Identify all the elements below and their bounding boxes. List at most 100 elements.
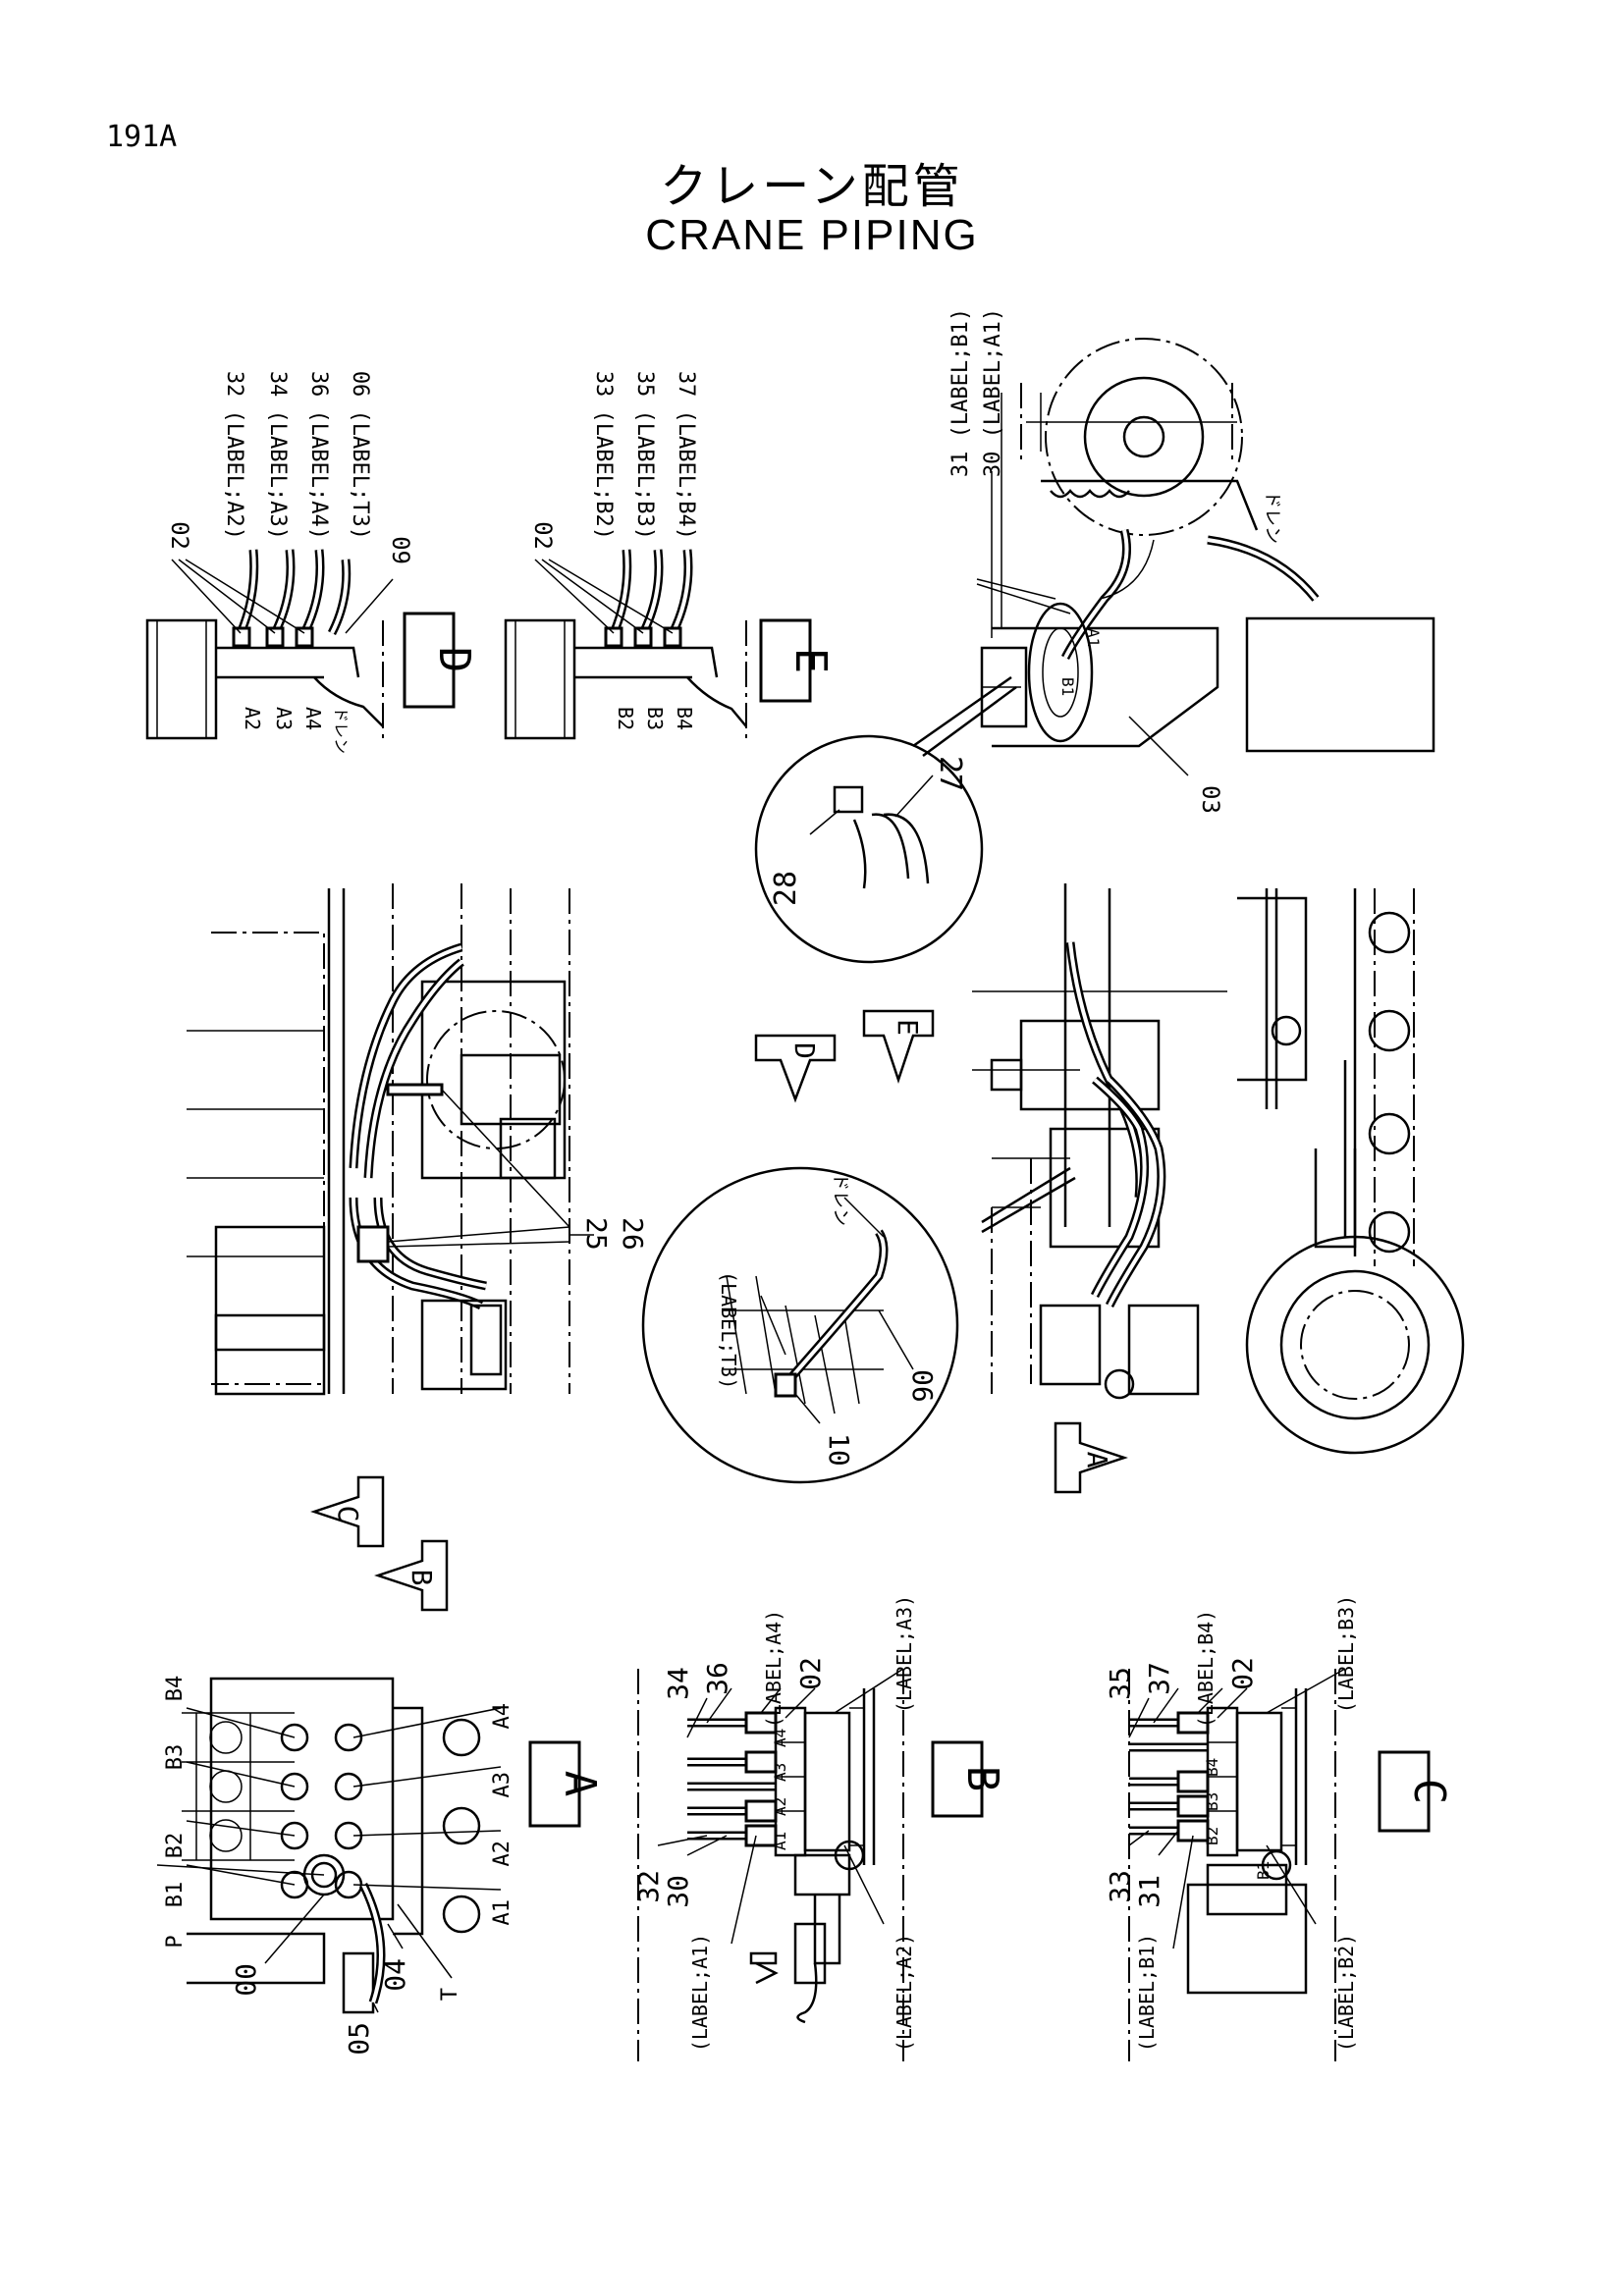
top-right-callout: 28 <box>769 871 803 906</box>
view-b-callout: A1 <box>771 1832 789 1850</box>
view-d-callout: 36 (LABEL;A4) <box>306 371 331 540</box>
middle-left-callout: 25 <box>580 1217 613 1251</box>
view-d-port: A3 <box>272 707 296 730</box>
view-d-callout: 06 (LABEL;T3) <box>348 371 372 540</box>
middle-left-callout: 26 <box>617 1217 649 1251</box>
view-e-port: B3 <box>643 707 667 730</box>
view-d-callout: 02 <box>166 521 193 550</box>
title-english: CRANE PIPING <box>645 211 979 259</box>
view-c-callout: B4 <box>1203 1758 1221 1777</box>
view-c-callout: B3 <box>1203 1792 1221 1811</box>
view-d-label: D <box>429 647 479 673</box>
view-a-callout: T <box>438 1988 462 2001</box>
view-d-callout: 09 <box>387 536 414 564</box>
middle-center-callout: (LABEL;T3) <box>717 1271 740 1389</box>
middle-right-view <box>972 883 1465 1455</box>
view-c-callout: 33 <box>1104 1870 1136 1903</box>
view-b: B 34 36 (LABEL;A4) 02 (LABEL;A3) 32 30 (… <box>632 1595 1007 2061</box>
view-c-callout: (LABEL;B3) <box>1334 1595 1358 1713</box>
view-c-callout: 31 <box>1133 1875 1165 1908</box>
view-a-callout: 00 <box>230 1963 262 1997</box>
view-b-callout: 30 <box>662 1875 694 1908</box>
view-c-callout: 37 <box>1143 1662 1175 1695</box>
top-right-callout: 03 <box>1197 785 1224 814</box>
view-a-callout: A3 <box>490 1772 514 1798</box>
view-d-callout: 34 (LABEL;A3) <box>265 371 290 540</box>
view-a-callout: B1 <box>163 1882 188 1908</box>
view-c-callout: B1 <box>1254 1861 1272 1880</box>
view-c: C 35 37 (LABEL;B4) 02 (LABEL;B3) 33 31 (… <box>1104 1595 1454 2061</box>
arrow-a-label: A <box>1081 1452 1113 1468</box>
view-b-callout: (LABEL;A2) <box>893 1934 916 2052</box>
view-c-callout: (LABEL;B1) <box>1135 1934 1159 2052</box>
view-c-callout: 35 <box>1104 1667 1136 1700</box>
view-a-callout: A4 <box>490 1703 514 1730</box>
view-b-callout: 32 <box>632 1870 665 1903</box>
view-a-callout: P <box>163 1935 188 1948</box>
view-b-label-box <box>931 1740 984 1818</box>
view-b-callout: A2 <box>771 1797 789 1816</box>
view-e-label-box <box>759 618 812 703</box>
view-b-callout: (LABEL;A4) <box>762 1610 785 1728</box>
top-right-callout: 27 <box>933 756 967 791</box>
view-e-port: B2 <box>614 707 637 730</box>
view-a-callout: 05 <box>343 2022 375 2056</box>
view-d: D 02 32 (LABEL;A2) 34 (LABEL;A3) 36 (LAB… <box>145 371 479 754</box>
view-a-callout: A2 <box>490 1841 514 1867</box>
view-e-callout: 33 (LABEL;B2) <box>591 371 616 540</box>
view-b-callout: (LABEL;A1) <box>688 1934 712 2052</box>
middle-center-callout: 06 <box>906 1369 939 1403</box>
view-c-callout: (LABEL;B4) <box>1194 1610 1218 1728</box>
view-b-callout: (LABEL;A3) <box>893 1595 916 1713</box>
view-e-callout: 37 (LABEL;B4) <box>674 371 698 540</box>
middle-left-view: 25 26 <box>187 883 649 1396</box>
view-b-callout: A3 <box>771 1763 789 1782</box>
top-right-callout: ドレン <box>1262 491 1282 544</box>
top-right-callout: 30 (LABEL;A1) <box>981 308 1005 477</box>
middle-center-detail: (LABEL;T3) ドレン 06 10 <box>641 1166 959 1484</box>
view-a-callout: B2 <box>163 1833 188 1859</box>
view-d-port: A2 <box>241 707 264 730</box>
view-e-port: B4 <box>673 707 696 730</box>
view-d-label-box <box>403 612 456 709</box>
view-c-label-box <box>1378 1750 1431 1833</box>
top-right-view: 31 (LABEL;B1) 30 (LABEL;A1) ドレン A1 B1 03… <box>754 308 1435 964</box>
view-e-callout: 02 <box>529 521 557 550</box>
view-c-callout: B2 <box>1203 1827 1221 1845</box>
title-japanese: クレーン配管 <box>660 159 964 214</box>
view-e: E 02 33 (LABEL;B2) 35 (LABEL;B3) 37 (LAB… <box>504 371 836 740</box>
view-d-callout: 32 (LABEL;A2) <box>222 371 246 540</box>
view-a-callout: B3 <box>163 1744 188 1771</box>
middle-center-callout: 10 <box>823 1433 855 1467</box>
view-d-port: A4 <box>301 707 325 730</box>
arrow-d-label: D <box>788 1042 821 1059</box>
view-c-callout: (LABEL;B2) <box>1334 1934 1358 2052</box>
view-a-callout: B4 <box>163 1676 188 1702</box>
view-a: A B4 B3 B2 P B1 00 05 04 T A1 A2 A3 A4 <box>156 1676 605 2056</box>
view-c-label: C <box>1404 1779 1454 1805</box>
view-b-callout: A4 <box>771 1729 789 1747</box>
detail-circle-top <box>754 734 984 964</box>
view-c-callout: 02 <box>1226 1657 1259 1690</box>
view-d-port: ドレン <box>332 707 351 754</box>
view-a-callout: A1 <box>490 1899 514 1926</box>
middle-center-callout: ドレン <box>830 1173 850 1226</box>
view-b-callout: 36 <box>701 1662 733 1695</box>
view-b-callout: 34 <box>662 1667 694 1700</box>
page-number: 191A <box>106 120 178 154</box>
arrow-c-label: C <box>332 1506 364 1522</box>
view-a-label: A <box>555 1771 605 1797</box>
view-arrows-middle: C B A <box>310 1421 1128 1612</box>
view-a-callout: 04 <box>379 1958 411 1992</box>
view-b-label: B <box>957 1766 1007 1792</box>
arrow-e-label: E <box>892 1019 924 1036</box>
view-arrows-top: D E <box>754 1009 935 1103</box>
view-b-callout: 02 <box>794 1657 827 1690</box>
arrow-b-label: B <box>406 1570 438 1586</box>
top-right-callout: B1 <box>1058 677 1077 696</box>
view-e-callout: 35 (LABEL;B3) <box>632 371 657 540</box>
top-right-callout: 31 (LABEL;B1) <box>948 308 973 477</box>
view-a-label-box <box>528 1740 581 1828</box>
view-e-label: E <box>785 648 836 674</box>
